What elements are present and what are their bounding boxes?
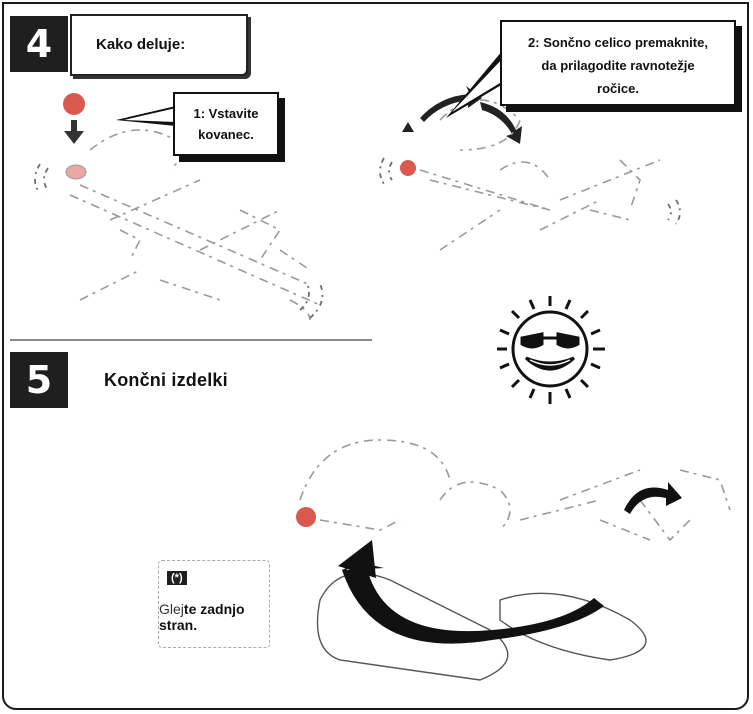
bubble2-line2: da prilagodite ravnotežje [502, 55, 734, 78]
speech-bubble-move-cell: 2: Sončno celico premaknite, da prilagod… [500, 20, 736, 106]
arrow-down-icon [64, 131, 84, 144]
note-text: Glejte zadnjo stran. [159, 601, 269, 633]
balance-adjust-illustration [380, 86, 680, 250]
coin-icon [63, 93, 85, 115]
bubble1-line2: kovanec. [175, 125, 277, 146]
sun-icon [497, 296, 605, 404]
step-4-number: 4 [10, 16, 68, 72]
bubble1-line1: 1: Vstavite [175, 104, 277, 125]
bubble2-line1: 2: Sončno celico premaknite, [502, 32, 734, 55]
step-5-number: 5 [10, 352, 68, 408]
see-back-note: (*) Glejte zadnjo stran. [158, 560, 270, 648]
bubble2-line3: ročice. [502, 78, 734, 101]
step-4-title: Kako deluje: [70, 14, 248, 76]
step-5-title: Končni izdelki [104, 370, 228, 391]
note-marker: (*) [167, 571, 187, 585]
speech-bubble-insert-coin: 1: Vstavite kovanec. [173, 92, 279, 156]
finished-product-illustration [296, 440, 730, 680]
